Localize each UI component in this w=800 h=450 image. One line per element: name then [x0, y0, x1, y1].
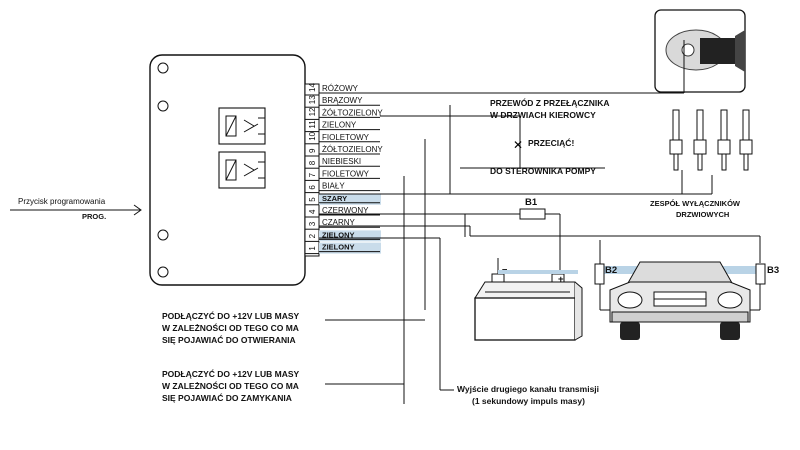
- door-switch-icon: [654, 9, 746, 93]
- pin-number: 10: [308, 131, 317, 140]
- battery-plus: +: [558, 274, 564, 285]
- battery-bar: [498, 270, 578, 274]
- battery-minus: –: [502, 264, 507, 275]
- wire-label: ŻÓŁTOZIELONY: [322, 108, 383, 117]
- wire-highlight: [319, 193, 381, 205]
- pin-number: 9: [308, 148, 317, 153]
- channel2-note: Wyjście drugiego kanału transmisji (1 se…: [440, 384, 599, 406]
- pin-number: 5: [308, 197, 317, 202]
- wire-label: FIOLETOWY: [322, 133, 370, 142]
- wire-highlight: [319, 242, 381, 254]
- door-wires: [319, 40, 713, 404]
- wire-label: ZIELONY: [322, 243, 355, 252]
- bulb-b2-label: B2: [605, 265, 617, 276]
- switches-label-1: ZESPÓŁ WYŁĄCZNIKÓW: [650, 199, 741, 208]
- mount-hole: [157, 62, 169, 74]
- pump-label: DO STEROWNIKA POMPY: [490, 166, 596, 176]
- mount-hole: [157, 229, 169, 241]
- wire-label: BRĄZOWY: [322, 96, 363, 105]
- channel2-line-2: (1 sekundowy impuls masy): [472, 396, 585, 406]
- button-caption: Przycisk programowania: [18, 197, 106, 206]
- car-icon: [600, 261, 760, 340]
- close-note: PODŁĄCZYĆ DO +12V LUB MASY W ZALEŻNOŚCI …: [162, 368, 404, 403]
- wire-label: BIAŁY: [322, 182, 345, 191]
- cut-mark-icon: ✕: [513, 138, 523, 152]
- pin-number: 4: [308, 209, 317, 214]
- channel2-line-1: Wyjście drugiego kanału transmisji: [457, 384, 599, 394]
- wire-label: SZARY: [322, 194, 347, 203]
- pin-number: 1: [308, 246, 317, 251]
- wire-highlight: [319, 230, 381, 242]
- relay-1: [218, 107, 266, 145]
- pin-number: 8: [308, 160, 317, 165]
- wire-label: FIOLETOWY: [322, 169, 370, 178]
- pin-number: 11: [308, 120, 317, 129]
- close-note-line-1: PODŁĄCZYĆ DO +12V LUB MASY: [162, 368, 300, 379]
- pin-number: 7: [308, 172, 317, 177]
- pin-number: 13: [308, 95, 317, 104]
- open-note: PODŁĄCZYĆ DO +12V LUB MASY W ZALEŻNOŚCI …: [162, 310, 425, 345]
- wire-label: NIEBIESKI: [322, 157, 361, 166]
- door-switch-set-icon: [669, 109, 753, 171]
- open-note-line-3: SIĘ POJAWIAĆ DO OTWIERANIA: [162, 334, 296, 345]
- pin-number: 6: [308, 185, 317, 190]
- bulb-b3-label: B3: [767, 265, 779, 276]
- door-wire-label-2: W DRZWIACH KIEROWCY: [490, 110, 596, 120]
- wire-label: ŻÓŁTOZIELONY: [322, 145, 383, 154]
- wire-label: RÓŻOWY: [322, 84, 359, 93]
- wire-label: ZIELONY: [322, 121, 357, 130]
- wire-label: ZIELONY: [322, 230, 355, 239]
- wire-label: CZERWONY: [322, 206, 369, 215]
- open-note-line-2: W ZALEŻNOŚCI OD TEGO CO MA: [162, 322, 299, 333]
- pin-number: 12: [308, 107, 317, 116]
- control-module: [149, 54, 320, 286]
- pin-number: 3: [308, 221, 317, 226]
- mount-hole: [157, 266, 169, 278]
- open-note-line-1: PODŁĄCZYĆ DO +12V LUB MASY: [162, 310, 300, 321]
- switches-label-2: DRZWIOWYCH: [676, 210, 729, 219]
- fuse-b1: [519, 208, 546, 220]
- bulb-b2: [594, 263, 605, 285]
- pin-number: 2: [308, 233, 317, 238]
- battery-icon: [474, 273, 583, 341]
- cut-label: PRZECIĄĆ!: [528, 137, 574, 148]
- wire-label: CZARNY: [322, 218, 356, 227]
- pin-number: 14: [308, 83, 317, 92]
- close-note-line-3: SIĘ POJAWIAĆ DO ZAMYKANIA: [162, 392, 292, 403]
- close-note-line-2: W ZALEŻNOŚCI OD TEGO CO MA: [162, 380, 299, 391]
- prog-label: PROG.: [82, 212, 106, 221]
- mount-hole: [157, 100, 169, 112]
- fuse-b1-label: B1: [525, 197, 538, 208]
- programming-button: Przycisk programowania PROG.: [10, 197, 142, 221]
- door-wire-label-1: PRZEWÓD Z PRZEŁĄCZNIKA: [490, 97, 609, 108]
- connector-block: [304, 83, 320, 257]
- bulb-b3: [755, 263, 766, 285]
- relay-2: [218, 151, 266, 189]
